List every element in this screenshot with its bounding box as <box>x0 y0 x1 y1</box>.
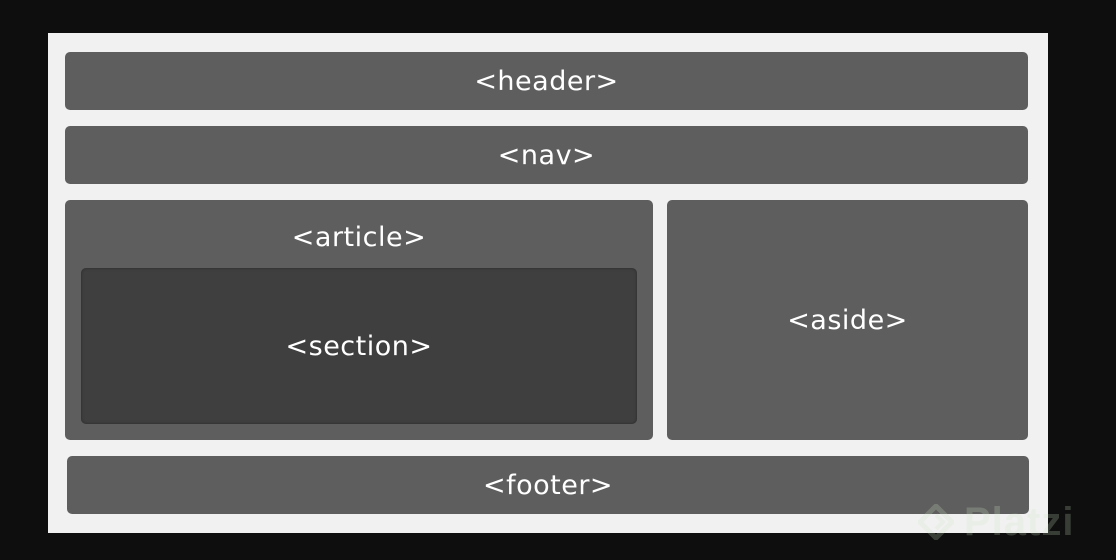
watermark-text: Platzi <box>964 499 1075 544</box>
section-label: <section> <box>285 330 433 362</box>
header-label: <header> <box>474 65 619 97</box>
platzi-watermark: Platzi <box>918 490 1074 554</box>
nav-box: <nav> <box>65 126 1028 184</box>
article-label: <article> <box>291 222 427 253</box>
layout-diagram-panel: <header> <nav> <article> <section> <asid… <box>48 33 1048 533</box>
footer-label: <footer> <box>482 469 614 501</box>
header-box: <header> <box>65 52 1028 110</box>
nav-label: <nav> <box>497 139 596 171</box>
aside-label: <aside> <box>787 304 908 336</box>
aside-box: <aside> <box>667 200 1028 440</box>
footer-box: <footer> <box>67 456 1029 514</box>
section-box: <section> <box>81 268 637 424</box>
platzi-logo-icon <box>918 504 954 540</box>
article-box: <article> <section> <box>65 200 653 440</box>
